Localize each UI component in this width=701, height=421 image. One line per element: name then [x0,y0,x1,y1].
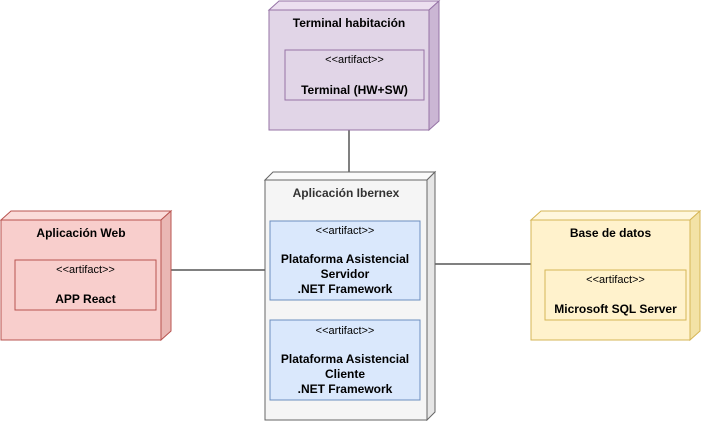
servidor-line1: Plataforma Asistencial [280,252,410,266]
artifact-db-box [544,269,687,321]
servidor-line3: .NET Framework [297,282,393,296]
terminal-title: Terminal habitación [292,16,406,30]
artifact-web-box [14,259,157,311]
db-artifact-label: Microsoft SQL Server [554,302,677,316]
artifact-terminal-box [284,49,425,101]
node-base-de-datos [529,209,701,342]
ibernex-title: Aplicación Ibernex [292,186,400,200]
servidor-stereotype: <<artifact>> [315,225,375,237]
db-stereotype: <<artifact>> [586,274,645,286]
terminal-stereotype: <<artifact>> [325,54,384,66]
node-aplicacion-ibernex [263,170,437,421]
cliente-line1: Plataforma Asistencial [280,352,410,366]
cliente-line2: Cliente [324,367,365,381]
cliente-line3: .NET Framework [297,382,393,396]
artifact-servidor-box [269,220,421,301]
cliente-stereotype: <<artifact>> [315,325,375,337]
artifact-cliente-box [269,319,421,401]
terminal-artifact-label: Terminal (HW+SW) [301,83,408,97]
web-artifact-label: APP React [55,292,116,306]
node-terminal-habitacion [267,0,441,132]
web-stereotype: <<artifact>> [56,264,115,276]
servidor-line2: Servidor [320,267,370,281]
db-title: Base de datos [569,226,652,240]
web-title: Aplicación Web [36,226,126,240]
node-aplicacion-web [0,209,173,342]
